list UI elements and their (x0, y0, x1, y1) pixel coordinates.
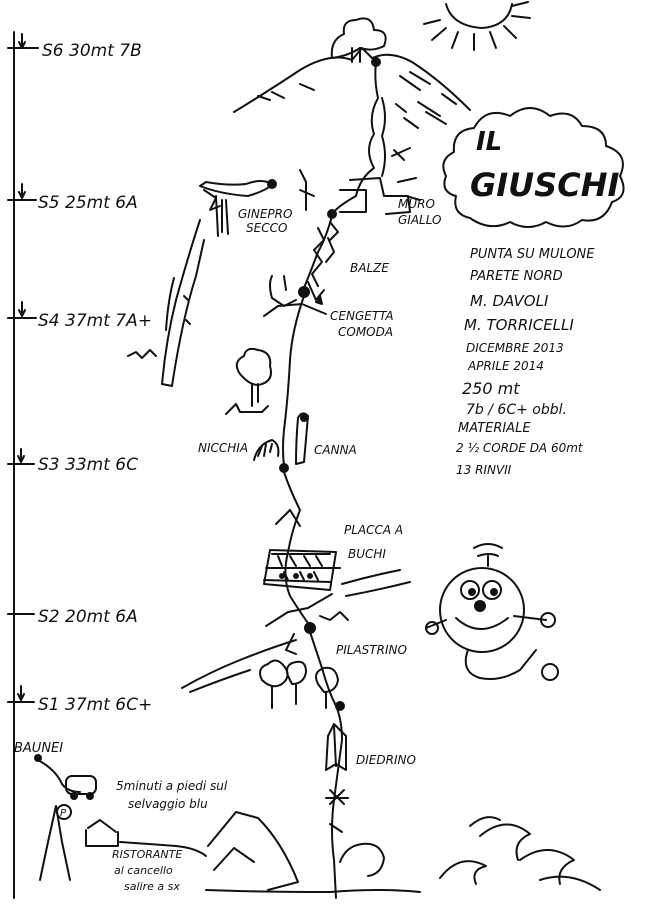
label-canna: CANNA (314, 443, 357, 457)
info-date1: DICEMBRE 2013 (466, 341, 564, 355)
scale-tick-s6 (7, 33, 39, 49)
approach-map (34, 754, 421, 893)
scale-tick-s1 (7, 685, 35, 703)
pitch-label-s2: S2 20mt 6A (38, 607, 138, 627)
label-baunei: BAUNEI (14, 741, 63, 756)
info-material-title: MATERIALE (458, 421, 531, 436)
pitch-label-s1: S1 37mt 6C+ (38, 695, 152, 715)
pitch-label-s5: S5 25mt 6A (38, 193, 138, 213)
sun-icon (423, 1, 531, 51)
summit-ridge (233, 17, 471, 201)
label-diedrino: DIEDRINO (356, 753, 416, 767)
height-scale (7, 31, 39, 899)
label-placca-1: PLACCA A (344, 523, 403, 537)
info-ropes: 2 ½ CORDE DA 60mt (456, 441, 584, 455)
tree-icon (225, 347, 272, 415)
placca-buchi (263, 509, 411, 597)
label-placca-2: BUCHI (348, 547, 386, 561)
nicchia-niche (253, 439, 280, 461)
label-ginepro-1: GINEPRO (238, 207, 292, 221)
route-title: GIUSCHI (470, 166, 619, 204)
info-length: 250 mt (462, 379, 520, 398)
car-icon (65, 775, 97, 795)
info-date2: APRILE 2014 (467, 359, 544, 373)
label-ginepro-2: SECCO (246, 221, 287, 235)
tree-icon (259, 659, 339, 709)
route-title-part1: IL (476, 127, 502, 157)
label-walk-1: 5minuti a piedi sul (116, 779, 228, 793)
info-location: PUNTA SU MULONE (470, 247, 595, 262)
label-cengetta-1: CENGETTA (330, 309, 394, 323)
info-author2: M. TORRICELLI (464, 316, 574, 334)
label-muro-1: MURO (398, 197, 435, 211)
scale-tick-s4 (7, 301, 37, 319)
info-quickdraws: 13 RINVII (456, 463, 512, 477)
label-parking: P (60, 808, 67, 819)
scale-tick-s5 (7, 183, 37, 201)
left-ridge (127, 219, 205, 387)
label-nicchia: NICCHIA (198, 441, 248, 455)
wave-icon (439, 816, 601, 891)
pilastrino (181, 593, 349, 693)
mascot-icon (425, 543, 559, 681)
label-cengetta-2: COMODA (338, 325, 393, 339)
info-author1: M. DAVOLI (470, 292, 549, 310)
balze-steps (263, 221, 339, 317)
canna-feature (295, 412, 309, 465)
info-grade: 7b / 6C+ obbl. (466, 402, 567, 418)
label-gate-2: salire a sx (124, 880, 180, 893)
route-info: PUNTA SU MULONE PARETE NORD M. DAVOLI M.… (456, 247, 595, 477)
diedrino (325, 723, 349, 833)
ginepro-secco (199, 169, 315, 237)
label-walk-2: selvaggio blu (128, 797, 208, 811)
pitch-label-s6: S6 30mt 7B (42, 41, 142, 61)
climbing-route (279, 57, 386, 899)
label-balze: BALZE (350, 261, 389, 275)
label-gate-1: al cancello (114, 864, 173, 877)
label-pilastrino: PILASTRINO (336, 643, 407, 657)
info-face: PARETE NORD (470, 269, 563, 284)
label-muro-2: GIALLO (398, 213, 442, 227)
muro-giallo-wall (339, 177, 411, 215)
scale-tick-s3 (7, 448, 35, 465)
cloud-icon (442, 107, 625, 228)
bird-icon (127, 349, 157, 359)
pitch-label-s3: S3 33mt 6C (38, 455, 138, 475)
label-restaurant: RISTORANTE (112, 848, 182, 861)
pitch-label-s4: S4 37mt 7A+ (38, 311, 152, 331)
